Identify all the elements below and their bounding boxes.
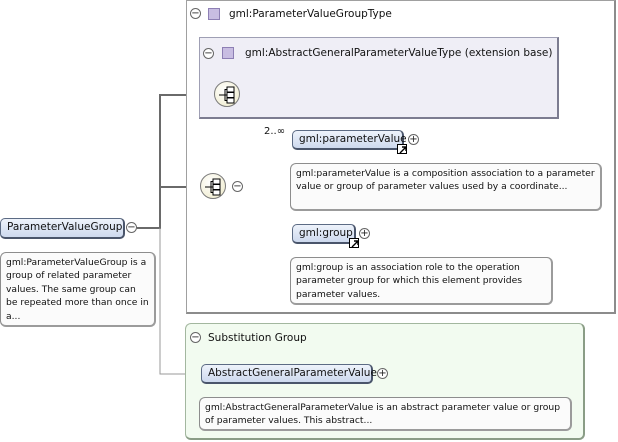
extension-type-icon — [222, 47, 234, 59]
parameter-value-element[interactable]: gml:parameterValue — [292, 130, 407, 150]
collapse-root-toggle-icon[interactable]: − — [126, 222, 137, 233]
extension-base-frame — [199, 37, 559, 119]
abstract-general-parameter-value-element[interactable]: AbstractGeneralParameterValue — [201, 364, 377, 384]
parameter-value-label: gml:parameterValue — [299, 133, 407, 145]
abstract-general-parameter-value-label: AbstractGeneralParameterValue — [208, 367, 377, 379]
group-doc: gml:group is an association role to the … — [290, 257, 553, 305]
extension-base-label: gml:AbstractGeneralParameterValueType (e… — [245, 47, 553, 59]
expand-group-icon[interactable]: + — [359, 228, 370, 239]
expand-abstract-element-icon[interactable]: + — [377, 368, 388, 379]
connector-root-to-sequence — [137, 186, 200, 229]
root-element-doc: gml:ParameterValueGroup is a group of re… — [0, 252, 156, 327]
complex-type-icon — [208, 8, 220, 20]
expand-parameter-value-icon[interactable]: + — [408, 134, 419, 145]
reference-arrow-icon — [349, 238, 359, 248]
root-element-label: ParameterValueGroup — [7, 221, 123, 233]
parameter-value-doc: gml:parameterValue is a composition asso… — [290, 163, 602, 211]
sequence-compositor-icon[interactable] — [200, 173, 226, 199]
parameter-value-cardinality: 2..∞ — [264, 126, 286, 137]
collapse-type-toggle-icon[interactable]: − — [190, 8, 201, 19]
collapse-sequence-toggle-icon[interactable]: − — [232, 181, 243, 192]
substitution-group-title: Substitution Group — [208, 332, 307, 344]
abstract-general-parameter-value-doc: gml:AbstractGeneralParameterValue is an … — [199, 397, 572, 431]
reference-arrow-icon — [397, 144, 407, 154]
collapse-extension-toggle-icon[interactable]: − — [203, 48, 214, 59]
collapse-substitution-toggle-icon[interactable]: − — [190, 332, 201, 343]
root-element-parameter-value-group[interactable]: ParameterValueGroup — [0, 218, 125, 239]
group-label: gml:group — [299, 227, 353, 239]
group-element[interactable]: gml:group — [292, 224, 356, 244]
extension-sequence-compositor-icon[interactable] — [214, 81, 240, 107]
complex-type-label: gml:ParameterValueGroupType — [229, 8, 392, 20]
